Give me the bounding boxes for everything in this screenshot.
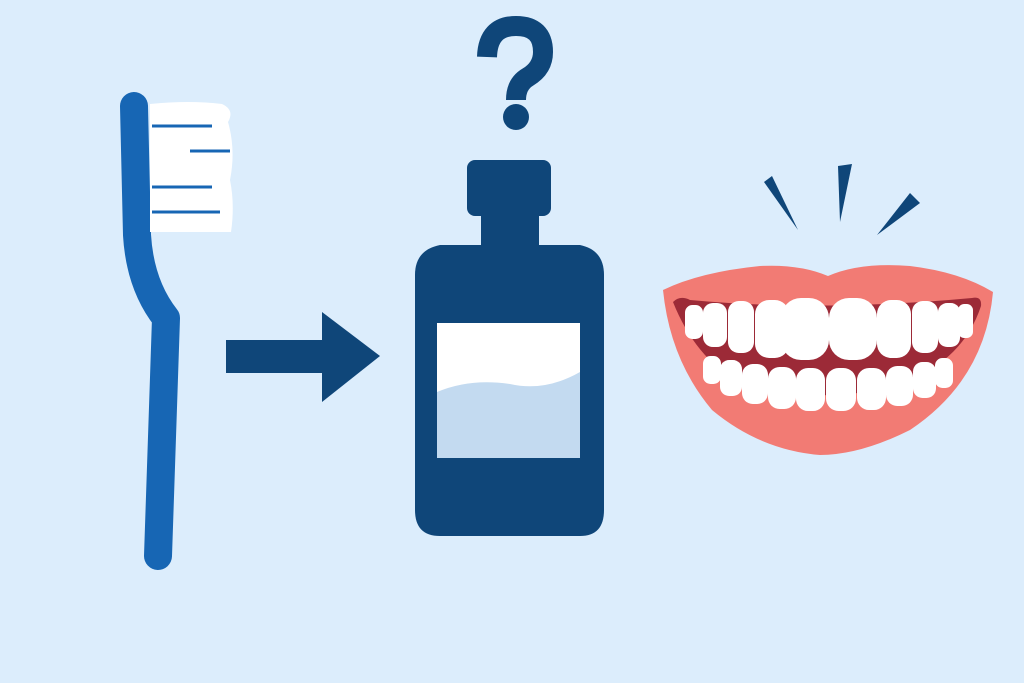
tooth [796, 368, 825, 411]
tooth [958, 304, 973, 338]
toothbrush-icon [120, 92, 233, 570]
tooth [829, 298, 877, 360]
sparkle-icon [764, 164, 920, 235]
tooth [935, 358, 953, 388]
tooth [938, 303, 960, 347]
tooth [703, 356, 721, 384]
bottle-cap [467, 160, 551, 216]
tooth [703, 303, 727, 347]
upper-teeth [685, 298, 973, 360]
tooth [781, 298, 829, 360]
smile-icon [663, 265, 993, 455]
toothbrush-handle [120, 92, 180, 570]
bottle-liquid [437, 372, 580, 458]
tooth [877, 300, 911, 358]
tooth [912, 301, 938, 353]
toothbrush-bristles [150, 102, 233, 232]
question-mark-icon [477, 15, 554, 130]
tooth [886, 366, 913, 406]
tooth [685, 305, 703, 339]
tooth [826, 368, 856, 411]
tooth [720, 360, 742, 396]
arrow-right-icon [226, 312, 380, 402]
tooth [913, 362, 936, 398]
mouthwash-bottle-icon [415, 160, 604, 536]
tooth [742, 364, 768, 404]
bristle-lines [152, 124, 230, 214]
tooth [728, 301, 754, 353]
lower-teeth [703, 356, 953, 411]
tooth [755, 300, 789, 358]
tooth [768, 367, 796, 409]
tooth [857, 368, 886, 410]
